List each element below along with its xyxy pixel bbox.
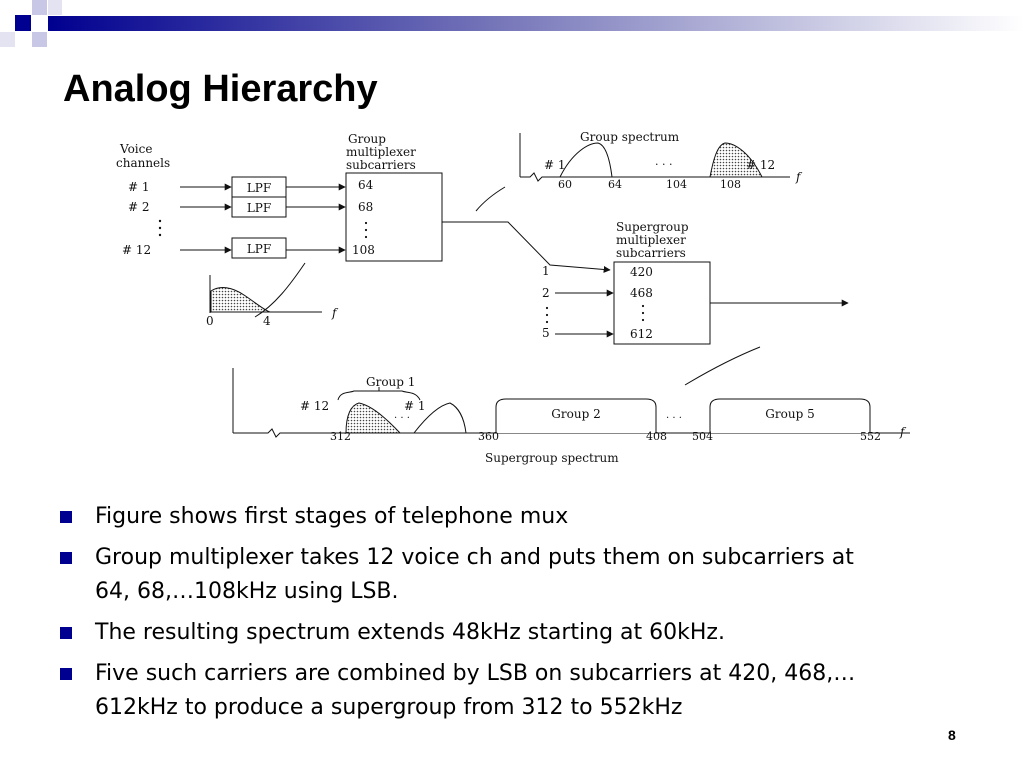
svg-text:Group spectrum: Group spectrum: [580, 130, 680, 144]
supergroup-spectrum-callout-line: [684, 346, 761, 386]
svg-text:# 1: # 1: [404, 399, 426, 413]
header-square-light-4: [48, 0, 62, 15]
slide-title: Analog Hierarchy: [63, 68, 378, 110]
svg-text:# 12: # 12: [746, 158, 775, 172]
svg-text:f: f: [331, 306, 339, 320]
svg-text:f: f: [795, 170, 803, 184]
svg-text:64: 64: [608, 178, 622, 191]
svg-text:. . .: . . .: [666, 410, 682, 421]
channel-label-1: # 1: [128, 180, 150, 194]
baseband-spectrum: 0 4 f: [206, 275, 339, 328]
group-multiplexer-box: [345, 172, 443, 262]
bullet-line: 64, 68,…108kHz using LSB.: [95, 579, 399, 604]
group-mux-output-line: [442, 221, 611, 273]
svg-text:504: 504: [692, 430, 713, 443]
svg-text:Group 2: Group 2: [551, 407, 600, 421]
group-subcarrier-64: 64: [358, 178, 374, 192]
supergroup-input-arrows: [555, 289, 614, 338]
svg-text:Supergroup spectrum: Supergroup spectrum: [485, 451, 619, 465]
bullet-list: Figure shows first stages of telephone m…: [52, 500, 1002, 732]
svg-text:# 1: # 1: [544, 158, 566, 172]
supergroup-input-2: 2: [542, 286, 550, 300]
supergroup-subcarrier-420: 420: [630, 265, 653, 279]
supergroup-input-5: 5: [542, 326, 550, 340]
header-square-dark: [15, 15, 31, 31]
group-subcarrier-dots: [364, 221, 368, 239]
supergroup-subcarrier-612: 612: [630, 327, 653, 341]
bullet-square-icon: [60, 511, 72, 523]
supergroup-subcarrier-dots: [641, 304, 645, 322]
baseband-callout-line: [254, 262, 306, 318]
bullet-line: 612kHz to produce a supergroup from 312 …: [95, 695, 683, 720]
svg-text:. . .: . . .: [394, 410, 410, 421]
svg-text:Group 5: Group 5: [765, 407, 814, 421]
group-subcarrier-108: 108: [352, 243, 375, 257]
svg-text:60: 60: [558, 178, 572, 191]
bullet-square-icon: [60, 552, 72, 564]
bullet-square-icon: [60, 668, 72, 680]
voice-channels-label: Voice channels: [116, 142, 170, 170]
group-spectrum: Group spectrum # 1 . . . # 12 60 64 104 …: [519, 130, 803, 191]
lpf-output-arrows: [286, 183, 346, 254]
svg-text:. . .: . . .: [655, 155, 672, 168]
group-spectrum-callout-line: [475, 186, 506, 212]
supergroup-spectrum: Group 1 # 12 . . . # 1 Group 2 . . . Gro…: [232, 368, 910, 465]
svg-text:Group 1: Group 1: [366, 375, 415, 389]
svg-text:f: f: [899, 425, 907, 439]
lpf-filter-12: LPF: [231, 237, 287, 259]
channel-ellipsis-dots: [158, 219, 162, 237]
header-gradient-bar: [48, 16, 1024, 31]
input-arrows: [180, 183, 232, 254]
bullet-item: Figure shows first stages of telephone m…: [52, 500, 1002, 534]
group-multiplexer-label: Group multiplexer subcarriers: [346, 132, 420, 172]
bullet-square-icon: [60, 627, 72, 639]
svg-text:360: 360: [478, 430, 499, 443]
channel-label-12: # 12: [122, 243, 151, 257]
slide-header-decoration: [0, 0, 1024, 47]
channel-label-2: # 2: [128, 200, 150, 214]
supergroup-input-1: 1: [542, 264, 550, 278]
svg-text:# 12: # 12: [300, 399, 329, 413]
svg-text:LPF: LPF: [247, 201, 271, 215]
header-square-light-3: [0, 32, 15, 47]
svg-text:LPF: LPF: [247, 181, 271, 195]
bullet-item: Group multiplexer takes 12 voice ch and …: [52, 541, 1002, 609]
bullet-line: Group multiplexer takes 12 voice ch and …: [95, 545, 854, 570]
page-number: 8: [948, 727, 956, 743]
bullet-item: Five such carriers are combined by LSB o…: [52, 657, 1002, 725]
svg-text:408: 408: [646, 430, 667, 443]
svg-text:LPF: LPF: [247, 242, 271, 256]
supergroup-multiplexer-box: [613, 261, 711, 345]
supergroup-subcarrier-468: 468: [630, 286, 653, 300]
lpf-filter-2: LPF: [231, 196, 287, 218]
svg-text:104: 104: [666, 178, 687, 191]
bullet-line: The resulting spectrum extends 48kHz sta…: [95, 620, 725, 645]
analog-hierarchy-diagram: Voice channels # 1 # 2 # 12 LPF LPF LPF …: [116, 130, 910, 465]
svg-text:108: 108: [720, 178, 741, 191]
svg-text:552: 552: [860, 430, 881, 443]
supergroup-multiplexer-label: Supergroup multiplexer subcarriers: [616, 220, 692, 260]
bullet-item: The resulting spectrum extends 48kHz sta…: [52, 616, 1002, 650]
svg-text:4: 4: [263, 314, 271, 328]
svg-text:0: 0: [206, 314, 214, 328]
group-subcarrier-68: 68: [358, 200, 373, 214]
supergroup-input-dots: [545, 306, 549, 324]
lpf-filter-1: LPF: [231, 176, 287, 198]
svg-text:312: 312: [330, 430, 351, 443]
header-square-light-1: [32, 0, 47, 15]
bullet-line: Figure shows first stages of telephone m…: [95, 504, 569, 529]
header-square-light-2: [32, 32, 47, 47]
bullet-line: Five such carriers are combined by LSB o…: [95, 661, 856, 686]
